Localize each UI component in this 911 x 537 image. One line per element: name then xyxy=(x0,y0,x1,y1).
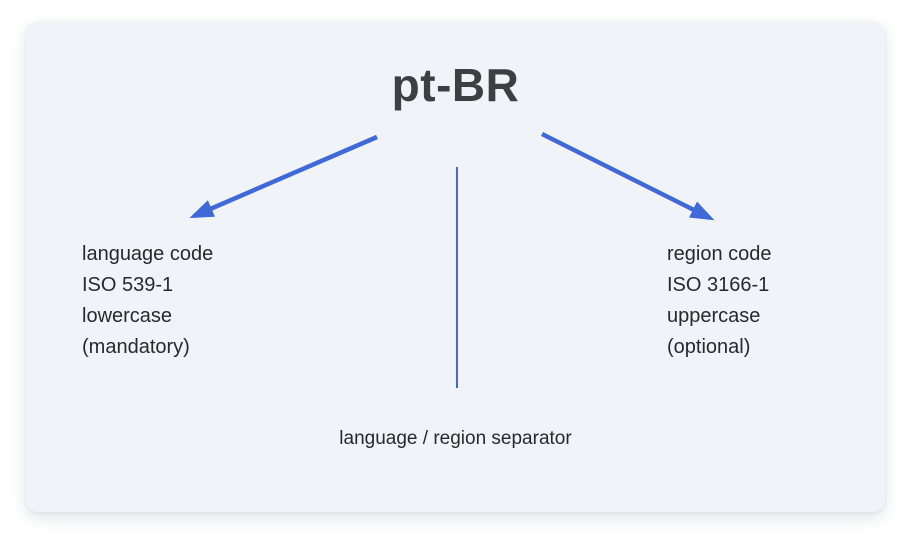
region-code-line-4: (optional) xyxy=(667,336,751,358)
region-code-block: region code ISO 3166-1 uppercase (option… xyxy=(667,239,772,363)
language-code-line-3: lowercase xyxy=(82,305,173,327)
region-code-line-2: ISO 3166-1 xyxy=(667,274,770,296)
region-code-line-3: uppercase xyxy=(667,305,761,327)
language-code-line-1: language code xyxy=(82,243,214,265)
separator-label: language / region separator xyxy=(339,428,572,449)
language-code-block: language code ISO 539-1 lowercase (manda… xyxy=(82,239,213,363)
diagram-card xyxy=(26,22,885,512)
locale-code-title: pt-BR xyxy=(391,59,520,111)
language-code-line-4: (mandatory) xyxy=(82,336,190,358)
region-code-line-1: region code xyxy=(667,243,772,265)
language-code-line-2: ISO 539-1 xyxy=(82,274,174,296)
